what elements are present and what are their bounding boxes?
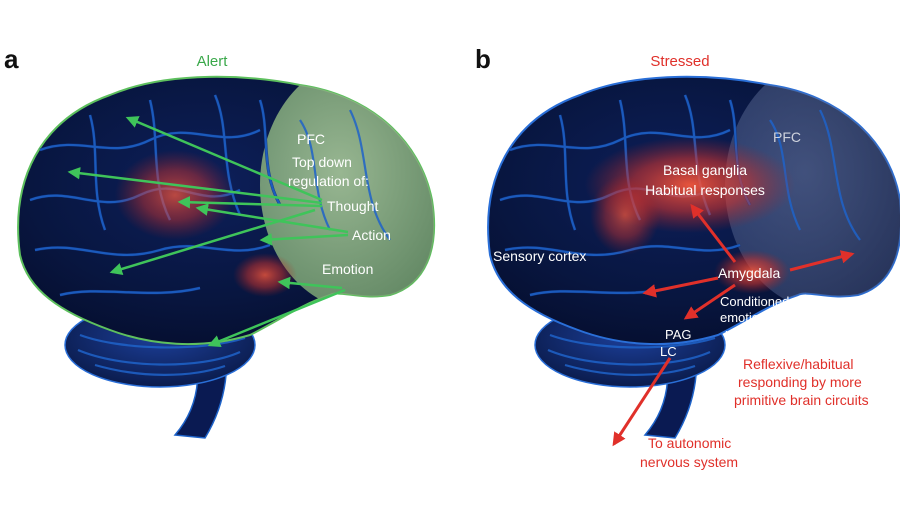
label-responses: responses (725, 326, 785, 341)
arrow-to-pfc (789, 250, 855, 272)
label-pag: PAG (665, 327, 692, 342)
label-lc: LC (660, 344, 677, 359)
label-amygdala: Amygdala (718, 265, 780, 281)
panel-a-letter: a (4, 44, 19, 74)
arrow-to-basal-ganglia (690, 203, 737, 263)
arrow-action-1 (195, 203, 349, 234)
arrow-to-pag (683, 283, 736, 320)
panel-a-title: Alert (197, 53, 229, 70)
arrow-thought-3 (177, 196, 323, 209)
arrow-action-2 (259, 233, 349, 246)
arrow-to-sensory-cortex (642, 276, 719, 298)
label-emotional: emotional (720, 310, 776, 325)
label-pfc-a: PFC (297, 131, 325, 147)
arrow-action-3 (109, 208, 316, 276)
label-sensory-cortex: Sensory cortex (493, 248, 586, 264)
label-basal-ganglia: Basal ganglia (663, 162, 747, 178)
label-pfc-b: PFC (773, 129, 801, 145)
label-reflexive-2: responding by more (738, 374, 862, 390)
label-nervous-system: nervous system (640, 454, 738, 470)
label-conditioned: Conditioned (720, 294, 789, 309)
panel-b: b Stressed PFC Basal ga (475, 44, 900, 470)
arrow-thought-1 (125, 116, 323, 202)
basal-ganglia-glow-a (115, 150, 235, 240)
label-habitual-responses: Habitual responses (645, 182, 765, 198)
label-action: Action (352, 227, 391, 243)
brain-a-illustration (17, 75, 436, 439)
arrow-to-autonomic (612, 357, 672, 447)
arrow-thought-2 (67, 167, 323, 205)
top-down-arrows (67, 116, 349, 348)
label-emotion: Emotion (322, 261, 373, 277)
label-reflexive-1: Reflexive/habitual (743, 356, 854, 372)
label-top-down: Top down (292, 154, 352, 170)
amygdala-glow-a (233, 253, 297, 297)
label-to-autonomic: To autonomic (648, 435, 731, 451)
panel-a: a Alert (4, 44, 436, 439)
panel-b-letter: b (475, 44, 491, 74)
label-thought: Thought (327, 198, 378, 214)
label-regulation-of: regulation of: (288, 173, 369, 189)
label-reflexive-3: primitive brain circuits (734, 392, 869, 408)
arrow-emotion-2 (277, 276, 343, 290)
arrow-emotion-1 (207, 288, 346, 348)
stress-arrows (612, 203, 855, 447)
panel-b-title: Stressed (650, 53, 709, 70)
